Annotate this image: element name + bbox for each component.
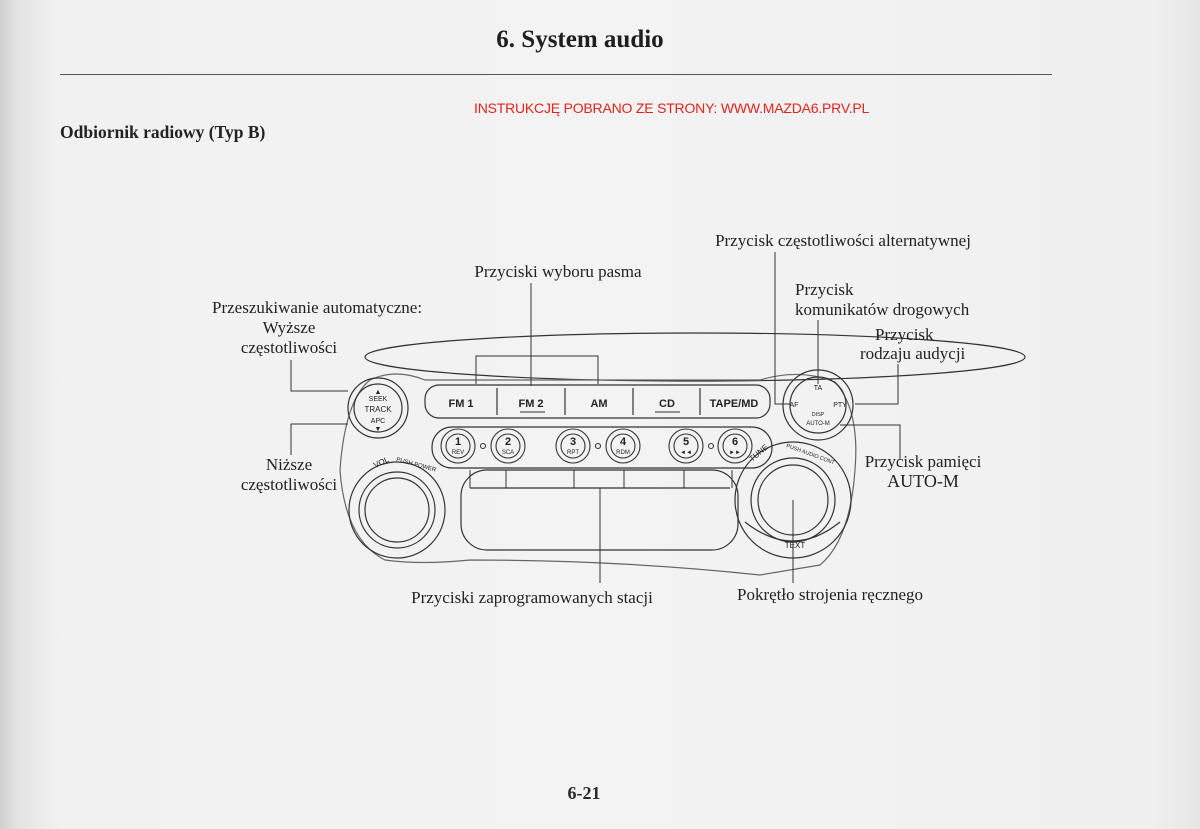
preset-sub-4: RDM [616,450,630,456]
af-label: AF [790,402,799,409]
audio-cont-label: PUSH AUDIO CONT [785,443,836,466]
section-title: Odbiornik radiowy (Typ B) [60,122,266,142]
preset-number-3: 3 [570,436,576,448]
preset-button-4 [605,428,641,464]
label-seek-lower-1: Niższe [266,455,312,474]
disp-label: DISP [812,412,825,418]
band-button-tapemd: TAPE/MD [710,398,759,410]
svg-text:▲: ▲ [375,389,382,396]
ta-label: TA [814,385,823,392]
preset-number-5: 5 [683,436,689,448]
preset-number-1: 1 [455,436,461,448]
text-label: TEXT [785,541,806,550]
preset-button-5 [668,428,704,464]
apc-label: APC [371,418,385,425]
band-button-am: AM [590,398,607,410]
label-seek-title: Przeszukiwanie automatyczne: [212,298,422,317]
label-automem-2: AUTO-M [887,471,959,491]
band-button-fm2: FM 2 [518,398,543,410]
track-label: TRACK [364,405,392,414]
label-pty-button-1: Przycisk [875,325,934,344]
seek-label: SEEK [369,396,388,403]
band-bar [424,384,771,419]
preset-sub-6: ►► [729,450,741,456]
preset-number-4: 4 [620,436,627,448]
preset-button-2 [490,428,526,464]
preset-number-6: 6 [732,436,738,448]
pty-label: PTY [833,402,847,409]
label-seek-higher-1: Wyższe [263,318,316,337]
label-automem-1: Przycisk pamięci [865,452,982,471]
preset-sub-5: ◄◄ [680,450,692,456]
label-af-button: Przycisk częstotliwości alternatywnej [715,231,971,250]
preset-bar [431,426,773,469]
preset-button-3 [555,428,591,464]
band-button-fm1: FM 1 [448,398,473,410]
svg-text:▼: ▼ [375,426,382,433]
label-pty-button-2: rodzaju audycji [860,344,966,363]
auto-m-label: AUTO-M [806,421,830,427]
page-header-title: 6. System audio [496,26,664,53]
page-number: 6-21 [567,783,601,803]
label-preset-buttons: Przyciski zaprogramowanych stacji [411,588,653,607]
label-seek-higher-2: częstotliwości [241,338,338,357]
vol-push-power-label: PUSH POWER [395,457,437,474]
label-ta-button-2: komunikatów drogowych [795,300,970,319]
label-seek-lower-2: częstotliwości [241,475,338,494]
vol-label: VOL [372,455,391,470]
display-oval [364,332,1026,382]
label-band-buttons: Przyciski wyboru pasma [474,262,642,281]
preset-button-6 [717,428,753,464]
band-button-cd: CD [659,398,675,410]
watermark-text: INSTRUKCJĘ POBRANO ZE STRONY: WWW.MAZDA6… [474,100,870,116]
preset-sub-3: RPT [567,450,579,456]
header-divider [60,74,1052,75]
vol-knob [348,461,446,559]
preset-number-2: 2 [505,436,511,448]
tune-label: TUNE [748,443,770,464]
preset-sub-1: REV [452,450,464,456]
seek-track-button [347,377,409,439]
label-tune-knob: Pokrętło strojenia ręcznego [737,585,923,604]
preset-button-1 [440,428,476,464]
label-ta-button-1: Przycisk [795,280,854,299]
preset-sub-2: SCA [502,450,514,456]
